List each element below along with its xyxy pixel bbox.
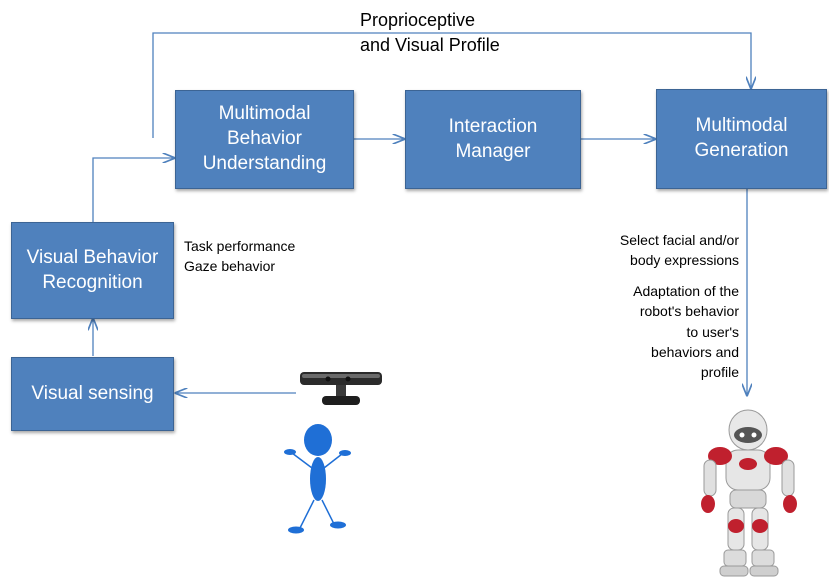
understanding-label: Multimodal Behavior Understanding bbox=[202, 103, 327, 174]
sensing-label: Visual sensing bbox=[31, 382, 154, 404]
depth-camera-icon bbox=[300, 372, 382, 405]
select-expressions-note: Select facial and/or body expressions bbox=[619, 232, 739, 269]
adaptation-note: Adaptation of the robot's behavior to us… bbox=[633, 283, 739, 381]
generation-label: Multimodal Generation bbox=[694, 115, 789, 161]
visual-behavior-recognition-box: Visual Behavior Recognition bbox=[11, 222, 174, 319]
profile-feedback-arrow bbox=[152, 32, 751, 138]
multimodal-generation-box: Multimodal Generation bbox=[656, 89, 827, 189]
humanoid-robot-icon bbox=[701, 409, 797, 577]
stick-figure-person-icon bbox=[284, 424, 351, 534]
interaction-manager-box: Interaction Manager bbox=[405, 90, 581, 189]
recognition-notes: Task performance Gaze behavior bbox=[184, 238, 296, 275]
multimodal-behavior-understanding-box: Multimodal Behavior Understanding bbox=[175, 90, 354, 189]
interaction-label: Interaction Manager bbox=[448, 115, 538, 162]
recognition-to-understanding-arrow bbox=[92, 158, 174, 222]
visual-sensing-box: Visual sensing bbox=[11, 357, 174, 431]
profile-label: Proprioceptive and Visual Profile bbox=[360, 10, 500, 56]
recognition-label: Visual Behavior Recognition bbox=[26, 246, 159, 293]
